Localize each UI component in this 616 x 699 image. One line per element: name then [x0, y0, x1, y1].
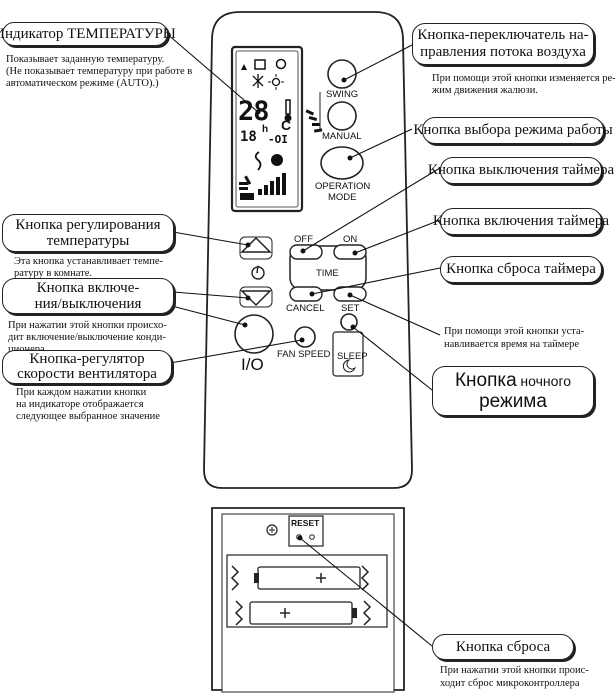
- info-icon: [251, 266, 265, 280]
- moon-icon: [342, 359, 357, 373]
- power-button[interactable]: [234, 314, 274, 354]
- lcd-dry-icon: [254, 151, 262, 171]
- sleep-label: SLEEP: [337, 351, 368, 362]
- thermometer-icon: [284, 99, 292, 122]
- manual-label: MANUAL: [322, 131, 362, 142]
- fan-speed-button[interactable]: [294, 326, 316, 348]
- temp-adjust-note-1: Эта кнопка устанавливает темпе-: [14, 256, 164, 267]
- info-label: i: [256, 265, 259, 276]
- callout-timer-on: Кнопка включения таймера: [433, 208, 609, 235]
- power-note-3: ционера: [8, 344, 45, 356]
- battery-top: [257, 566, 361, 590]
- timer-set-note-2: навливается время на таймере: [444, 339, 580, 350]
- fan-note-3: следующее выбранное значение: [16, 411, 160, 422]
- fan-speed-lcd-icon: [271, 154, 283, 166]
- time-label: TIME: [316, 268, 339, 279]
- lcd-time: 18: [240, 129, 257, 145]
- on-label: ON: [343, 234, 358, 245]
- cancel-label: CANCEL: [286, 303, 325, 314]
- reset-label: RESET: [291, 518, 320, 528]
- operation-label-2: MODE: [328, 192, 357, 203]
- battery-bottom: [249, 601, 353, 625]
- timer-set-note-1: При помощи этой кнопки уста-: [444, 326, 585, 337]
- off-label: OFF: [294, 234, 313, 245]
- temp-indicator-note-1: Показывает заданную температуру.: [6, 54, 165, 65]
- operation-label-1: OPERATION: [315, 181, 371, 192]
- airflow-note-2: жим движения жалюзи.: [432, 85, 539, 96]
- callout-timer-reset: Кнопка сброса таймера: [440, 256, 602, 283]
- power-note-2: дит включение/выключение конди-: [8, 332, 166, 343]
- airflow-note-1: При помощи этой кнопки изменяется ре-: [432, 73, 616, 84]
- fan-speed-label: FAN SPEED: [277, 349, 331, 360]
- swing-button[interactable]: [327, 59, 357, 89]
- operation-mode-button[interactable]: [320, 146, 364, 180]
- lcd-auto-icon: [241, 64, 247, 70]
- reset-note-2: ходит сброс микроконтроллера: [440, 678, 580, 689]
- plus-icon: [280, 608, 290, 618]
- swing-label: SWING: [326, 89, 359, 100]
- set-label: SET: [341, 303, 360, 314]
- sun-icon: [268, 74, 284, 90]
- callout-reset: Кнопка сброса: [432, 634, 574, 660]
- fan-icon: [275, 58, 287, 70]
- lcd-temperature: 28: [238, 96, 270, 127]
- fan-note-1: При каждом нажатии кнопки: [16, 387, 147, 398]
- callout-sleep: Кнопка ночного режима: [432, 366, 594, 416]
- snowflake-icon: [252, 74, 264, 88]
- manual-button[interactable]: [327, 101, 357, 131]
- temp-adjust-note-2: ратуру в комнате.: [14, 268, 93, 279]
- callout-timer-off: Кнопка выключения таймера: [428, 157, 614, 184]
- temp-indicator-note-3: автоматическом режиме (AUTO).): [6, 78, 159, 89]
- callout-power: Кнопка включе-ния/выключения: [2, 278, 174, 314]
- sleep-frame: [332, 331, 364, 377]
- reset-note-1: При нажатии этой кнопки проис-: [440, 665, 589, 676]
- power-label: I/O: [241, 355, 264, 374]
- timer-cancel-button[interactable]: [289, 286, 323, 302]
- temp-indicator-note-2: (Не показывает температуру при работе в: [6, 66, 193, 77]
- plus-icon: [316, 573, 326, 583]
- lcd-swing-bars: [239, 175, 252, 190]
- fan-note-2: на индикаторе отображается: [16, 399, 144, 410]
- callout-airflow: Кнопка-переключатель на-правления потока…: [412, 23, 594, 65]
- leader-lines: [165, 32, 441, 647]
- lcd-display: [230, 45, 304, 213]
- lcd-unit: C: [281, 117, 292, 133]
- lcd-onoff: -OI: [268, 133, 288, 146]
- timer-on-button[interactable]: [333, 244, 367, 260]
- callout-mode: Кнопка выбора режима работы: [413, 117, 613, 144]
- lcd-h: h: [262, 124, 269, 135]
- reset-box: [288, 515, 324, 547]
- timer-off-button[interactable]: [289, 244, 323, 260]
- lcd-cool-icon: [254, 59, 266, 70]
- power-note-1: При нажатии этой кнопки происхо-: [8, 320, 167, 331]
- lcd-fan-bars: [240, 173, 286, 200]
- callout-temp-indicator: Индикатор ТЕМПЕРАТУРЫ: [0, 22, 176, 46]
